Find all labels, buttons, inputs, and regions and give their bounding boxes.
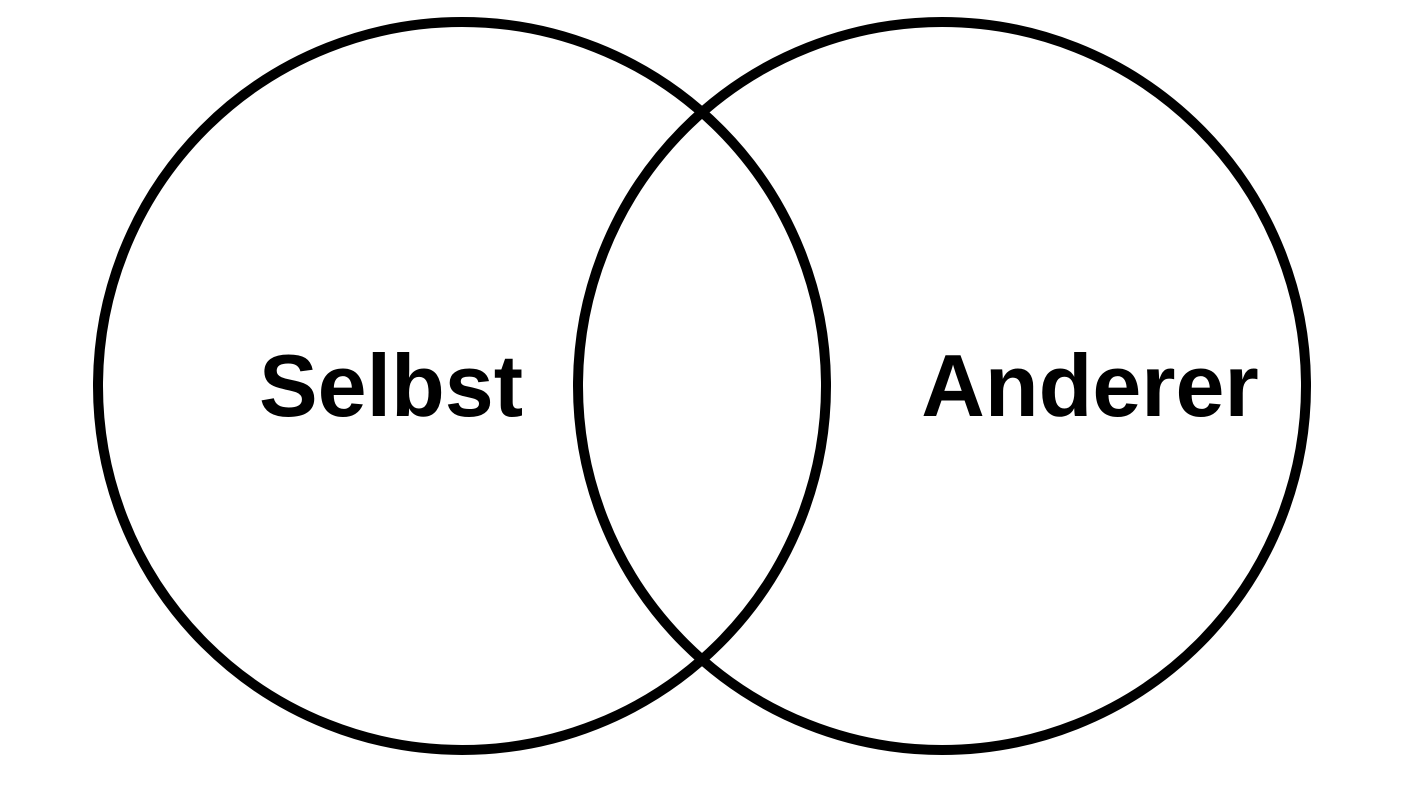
set-circle-right [573,17,1311,755]
set-circle-left [93,17,831,755]
set-label-left: Selbst [259,336,523,435]
set-label-right: Anderer [921,336,1258,435]
